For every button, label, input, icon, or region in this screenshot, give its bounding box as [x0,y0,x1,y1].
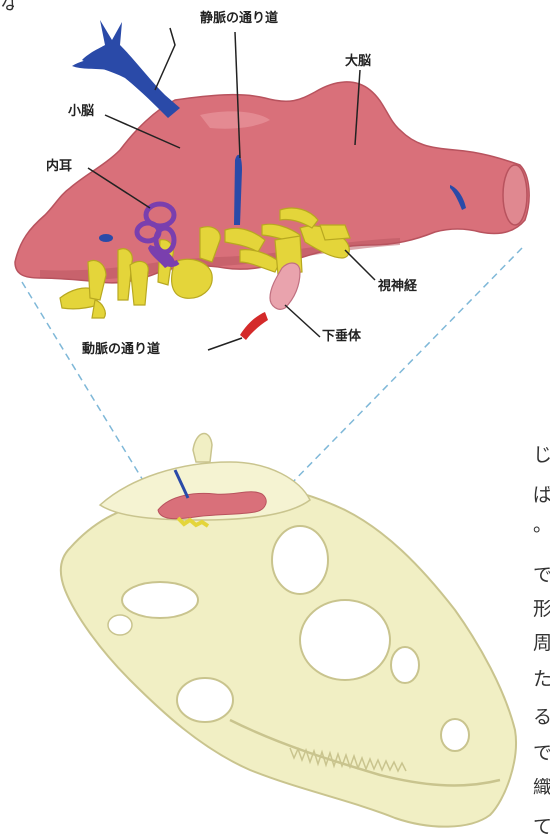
skull-opening-3 [122,582,198,618]
edge-char: で [533,566,550,585]
brain-model [15,20,529,340]
label-cerebellum: 小脳 [68,105,94,118]
leader-vein-1 [155,28,175,90]
skull-opening-2 [300,600,390,680]
skull-opening-6 [441,719,469,751]
leader-artery [208,338,242,350]
leader-pituitary [285,305,320,337]
edge-char: で [533,744,550,763]
label-artery-passage: 動脈の通り道 [82,343,160,356]
guide-line-left [22,282,155,500]
label-pituitary: 下垂体 [322,330,361,343]
skull-crest [193,434,212,462]
edge-char: ば [533,486,550,505]
edge-char: 周 [533,634,550,653]
label-optic-nerve: 視神経 [378,280,417,293]
skull-opening-7 [108,615,132,635]
edge-char: て [533,818,550,834]
edge-char: じ [533,446,550,465]
skull-opening-4 [177,678,233,722]
edge-char: る [533,708,550,727]
edge-char: た [533,670,550,689]
label-inner-ear: 内耳 [46,160,72,173]
skull-opening-5 [391,647,419,683]
brain-front-end [503,165,527,225]
label-cerebrum: 大脳 [345,55,371,68]
artery-passage-model [240,312,268,340]
skull-model [61,434,516,827]
edge-char: 織 [533,778,550,797]
vein-passage-spot [99,234,113,242]
vein-passage-branch [72,59,112,70]
label-vein-passage: 静脈の通り道 [200,12,278,25]
edge-text-top: な [0,0,14,13]
edge-char: 。 [533,516,550,535]
edge-char: 形 [533,600,550,619]
skull-opening-1 [272,526,328,594]
leader-optic-nerve [345,250,375,280]
